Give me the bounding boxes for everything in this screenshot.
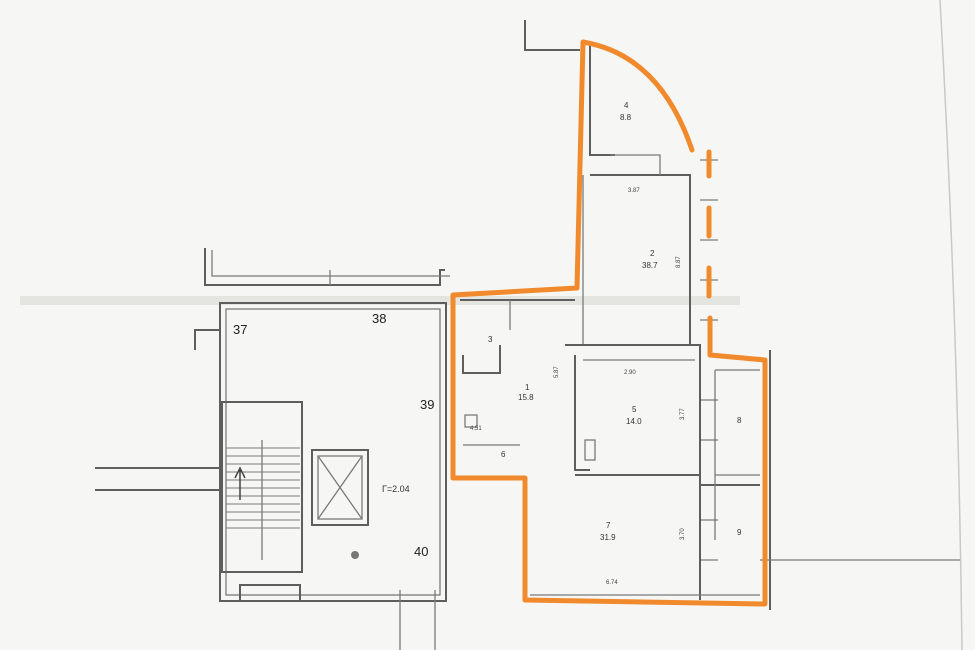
- room-labels: 4 8.8 2 38.7 3 1 15.8 5 14.0 6 7 31.9 8 …: [488, 101, 742, 542]
- room-1-area: 15.8: [518, 393, 534, 402]
- stairwell-block: [95, 248, 450, 650]
- dim-right-room2: 8.87: [676, 256, 682, 268]
- room-3-number: 3: [488, 335, 493, 344]
- room-4-number: 4: [624, 101, 629, 110]
- room-5-number: 5: [632, 405, 637, 414]
- unit-37-label: 37: [233, 322, 247, 337]
- dim-room1-bottom: 4.51: [470, 426, 482, 432]
- room-4-area: 8.8: [620, 113, 632, 122]
- room-8-number: 8: [737, 416, 742, 425]
- unit-40-label: 40: [414, 544, 428, 559]
- dim-left-room1: 5.87: [554, 366, 560, 378]
- stair-height-label: Г=2.04: [382, 484, 410, 494]
- unit-labels: 37 38 39 40 Г=2.04: [233, 311, 434, 559]
- room-2-number: 2: [650, 249, 655, 258]
- ghost-text: ▬▬▬▬▬▬▬▬▬▬▬▬▬▬▬▬▬▬▬▬▬▬▬▬: [20, 279, 740, 312]
- unit-38-label: 38: [372, 311, 386, 326]
- room-5-area: 14.0: [626, 417, 642, 426]
- room-7-number: 7: [606, 521, 611, 530]
- dim-top: 3.87: [628, 188, 640, 194]
- room-6-number: 6: [501, 450, 506, 459]
- dim-room5: 3.77: [680, 408, 686, 420]
- scan-edge: [939, 0, 963, 650]
- room-9-number: 9: [737, 528, 742, 537]
- apartment-highlight: [450, 39, 768, 607]
- dim-room7: 3.70: [680, 528, 686, 540]
- stair-steps: [226, 447, 300, 529]
- stair-arrow: [234, 466, 246, 500]
- apartment-walls: [460, 20, 960, 610]
- room-7-area: 31.9: [600, 533, 616, 542]
- dimension-labels: 3.87 8.87 2.90 5.87 4.51 3.77 3.70 6.74: [470, 188, 686, 586]
- dim-bottom: 6.74: [606, 580, 618, 586]
- room-1-number: 1: [525, 383, 530, 392]
- unit-39-label: 39: [420, 397, 434, 412]
- room-2-area: 38.7: [642, 261, 658, 270]
- dim-mid: 2.90: [624, 370, 636, 376]
